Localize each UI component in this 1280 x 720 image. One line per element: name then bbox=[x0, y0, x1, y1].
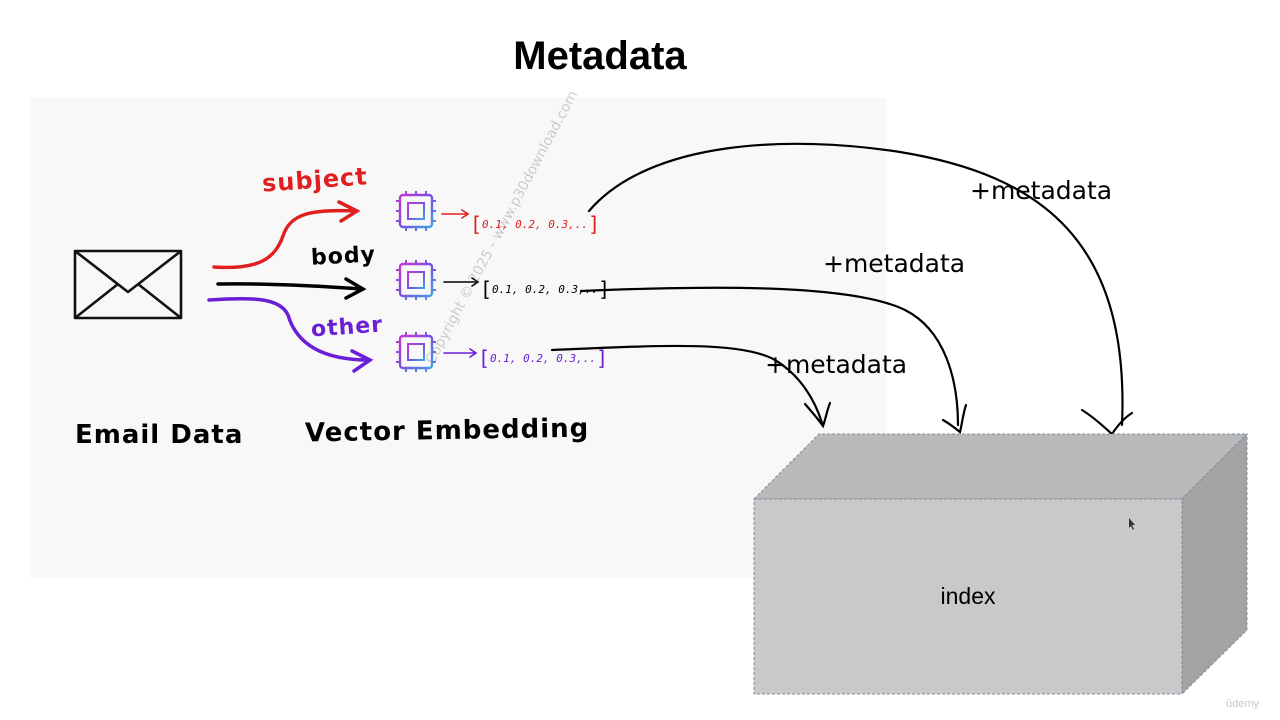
email-embedding-panel bbox=[30, 98, 886, 578]
metadata-label-top: +metadata bbox=[970, 176, 1113, 205]
other-vector: [0.1, 0.2, 0.3,..] bbox=[478, 346, 609, 370]
email-data-label: Email Data bbox=[75, 420, 244, 450]
chip-to-vector-arrows bbox=[441, 209, 480, 358]
body-arrow bbox=[216, 277, 367, 300]
brand-logo: ûdemy bbox=[1226, 698, 1260, 710]
subject-vector: [0.1, 0.2, 0.3,..] bbox=[470, 212, 601, 236]
metadata-arrow-middle bbox=[579, 286, 968, 434]
other-arrow bbox=[207, 296, 374, 373]
ai-chip-icon bbox=[396, 332, 436, 372]
other-vector-values: 0.1, 0.2, 0.3,.. bbox=[490, 352, 597, 365]
subject-arrow bbox=[212, 200, 361, 270]
subject-vector-values: 0.1, 0.2, 0.3,.. bbox=[482, 218, 589, 231]
metadata-label-middle: +metadata bbox=[823, 249, 966, 278]
body-label: body bbox=[310, 242, 377, 271]
envelope-icon bbox=[73, 249, 183, 320]
body-vector: [0.1, 0.2, 0.3,..] bbox=[480, 277, 611, 301]
metadata-label-bottom: +metadata bbox=[765, 350, 908, 379]
vector-embedding-label: Vector Embedding bbox=[304, 413, 590, 449]
index-box[interactable] bbox=[752, 432, 1249, 696]
ai-chip-icon bbox=[396, 260, 436, 300]
other-label: other bbox=[310, 312, 384, 343]
page-title: Metadata bbox=[513, 34, 687, 78]
ai-chip-icon bbox=[396, 191, 436, 231]
mouse-cursor-icon bbox=[1129, 518, 1135, 530]
body-vector-values: 0.1, 0.2, 0.3,.. bbox=[492, 283, 599, 296]
index-label: index bbox=[940, 583, 996, 609]
metadata-arrow-bottom bbox=[550, 344, 832, 429]
